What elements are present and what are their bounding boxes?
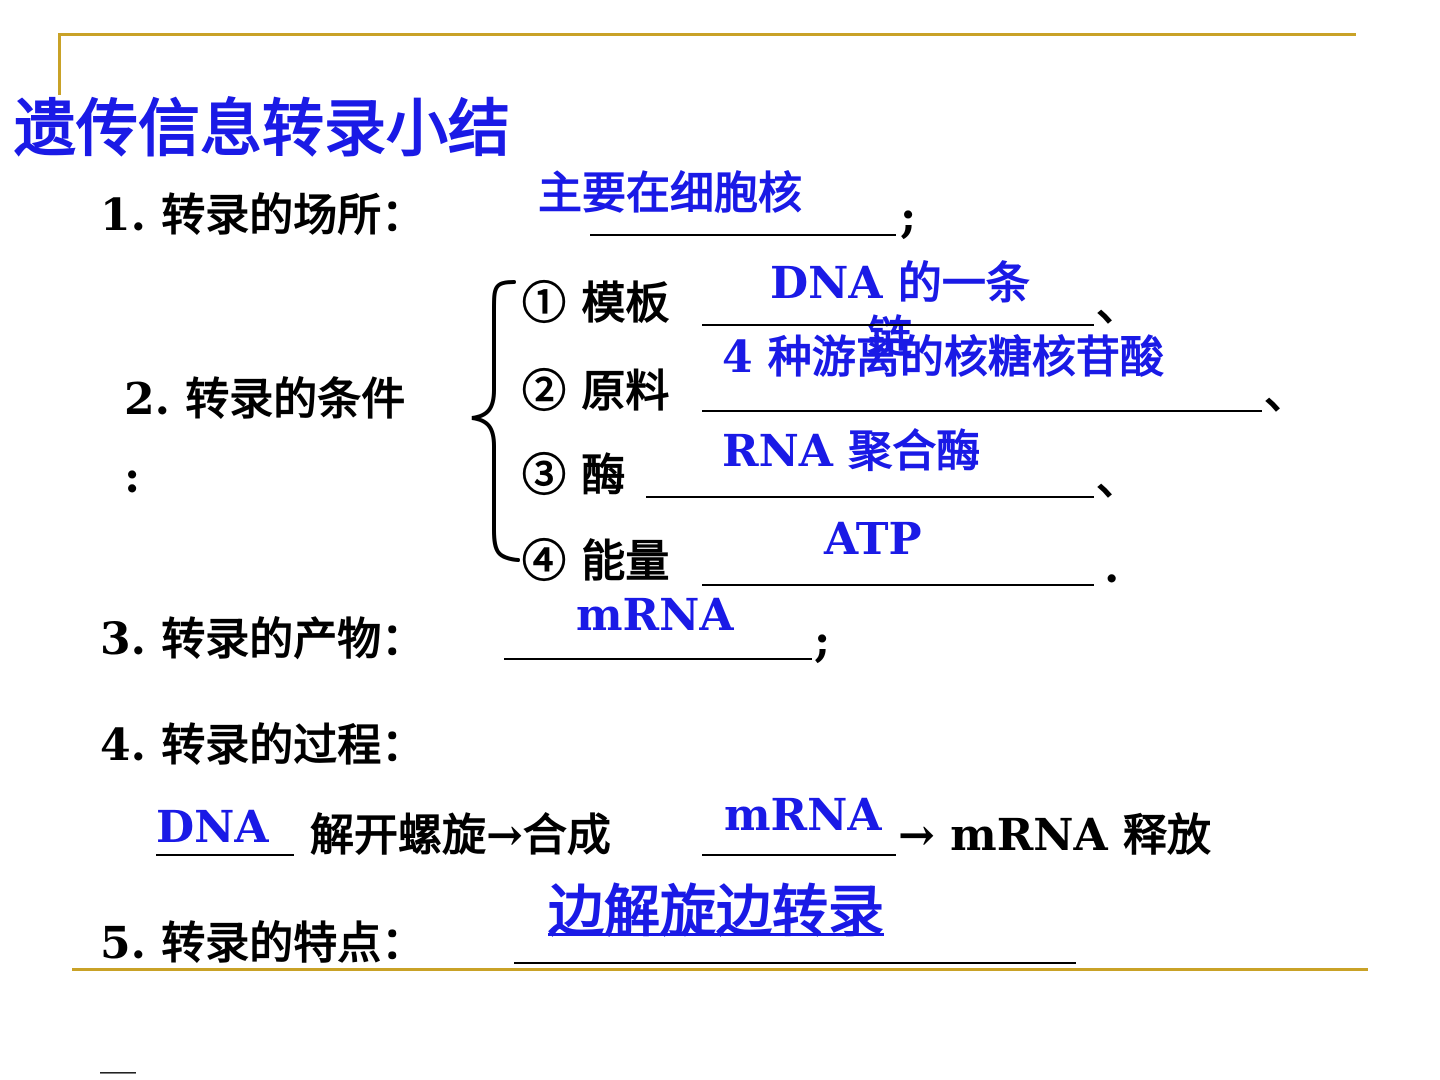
condition-template-answer-overflow: 链 <box>868 312 912 363</box>
condition-material-blank <box>702 410 1262 412</box>
top-rule <box>58 33 1356 36</box>
condition-energy-end: . <box>1104 542 1120 593</box>
item5-trailing: __ <box>100 1033 136 1074</box>
left-rule <box>58 33 61 95</box>
condition-material-label: ② 原料 <box>522 366 670 417</box>
condition-template-answer: DNA 的一条 <box>770 258 1030 309</box>
item1-blank <box>590 234 896 236</box>
item3-label: 3. 转录的产物： <box>100 614 426 665</box>
condition-template-end: 、 <box>1096 280 1140 331</box>
flow-blank2 <box>702 854 896 856</box>
item3-blank <box>504 658 812 660</box>
condition-energy-label: ④ 能量 <box>522 536 670 587</box>
condition-energy-answer: ATP <box>824 514 922 565</box>
flow-blank1-answer: DNA <box>156 802 269 853</box>
condition-material-end: 、 <box>1264 368 1308 419</box>
condition-enzyme-blank <box>646 496 1094 498</box>
item5-blank <box>514 962 1076 964</box>
condition-enzyme-end: 、 <box>1096 454 1140 505</box>
item1-end: ; <box>900 192 917 243</box>
flow-text1: 解开螺旋→合成 <box>310 810 611 861</box>
item1-label: 1. 转录的场所： <box>100 190 426 241</box>
item3-end: ; <box>814 616 831 667</box>
bottom-rule <box>72 968 1368 971</box>
flow-blank2-answer: mRNA <box>724 790 882 841</box>
item3-answer: mRNA <box>576 590 734 641</box>
condition-template-label: ① 模板 <box>522 278 670 329</box>
condition-energy-blank <box>702 584 1094 586</box>
item5-label: 5. 转录的特点： <box>100 918 426 969</box>
item4-label: 4. 转录的过程： <box>100 720 426 771</box>
condition-enzyme-answer: RNA 聚合酶 <box>722 426 981 477</box>
flow-text2: → mRNA 释放 <box>898 810 1211 861</box>
conditions-brace <box>471 280 520 562</box>
item5-answer: 边解旋边转录 <box>548 879 884 945</box>
condition-material-answer: 4 种游离的核糖核苷酸 <box>722 332 1164 383</box>
item2-label: 2. 转录的条件 <box>124 374 406 425</box>
condition-enzyme-label: ③ 酶 <box>522 450 626 501</box>
item1-answer: 主要在细胞核 <box>538 168 802 219</box>
item2-colon: : <box>124 452 141 503</box>
page-title: 遗传信息转录小结 <box>14 92 511 165</box>
condition-template-blank <box>702 324 1094 326</box>
flow-blank1 <box>156 854 294 856</box>
